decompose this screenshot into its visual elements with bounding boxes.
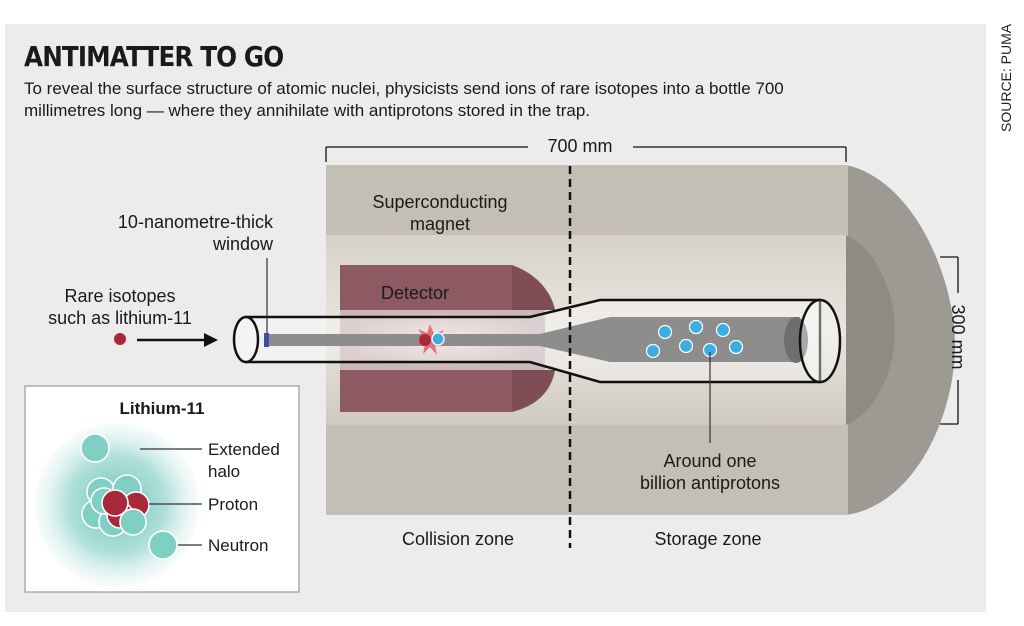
length-label: 700 mm <box>547 136 612 156</box>
detector-bottom <box>340 370 512 412</box>
antiproton <box>688 319 704 335</box>
halo-neutron-top <box>80 433 110 463</box>
magnet-label-line1: Superconducting <box>372 192 507 212</box>
figure-subtitle: To reveal the surface structure of atomi… <box>24 79 784 120</box>
window-label-line1: 10-nanometre-thick <box>118 212 274 232</box>
inset-title: Lithium-11 <box>119 399 204 418</box>
neutron-label: Neutron <box>208 536 268 555</box>
nucleon-neutron <box>119 508 147 536</box>
antiproton <box>657 324 673 340</box>
antiproton-cloud <box>645 319 744 359</box>
figure-title: ANTIMATTER TO GO <box>24 40 284 73</box>
incoming-isotope <box>114 333 126 345</box>
nucleon-proton <box>101 489 129 517</box>
collision-zone-label: Collision zone <box>402 529 514 549</box>
detector-top <box>340 265 512 310</box>
direction-arrow-head <box>204 333 218 347</box>
isotopes-label-line2: such as lithium-11 <box>48 308 192 328</box>
lithium-11-inset: Lithium-11 Extended halo Proton Neutron <box>24 385 300 593</box>
storage-zone-label: Storage zone <box>654 529 761 549</box>
antiproton <box>678 338 694 354</box>
antiprotons-label-line1: Around one <box>663 451 756 471</box>
window-label-line2: window <box>212 234 274 254</box>
tube-outlet <box>798 298 842 384</box>
magnet-label-line2: magnet <box>410 214 470 234</box>
halo-label-line2: halo <box>208 462 240 481</box>
isotopes-label-line1: Rare isotopes <box>64 286 175 306</box>
magnet-end-cap <box>846 165 955 515</box>
length-dimension <box>325 146 847 162</box>
bore-end-shade <box>846 235 895 425</box>
thin-window <box>264 333 269 347</box>
detector-label: Detector <box>381 283 449 303</box>
antiproton <box>715 322 731 338</box>
diameter-label: 300 mm <box>948 304 968 369</box>
antiproton <box>645 343 661 359</box>
nucleus <box>81 474 150 537</box>
isotope-ion <box>419 334 431 346</box>
halo-neutron-bottom <box>148 530 178 560</box>
antiprotons-label-line2: billion antiprotons <box>640 473 780 493</box>
colliding-antiproton <box>431 332 445 346</box>
antiproton <box>728 339 744 355</box>
tube-inlet <box>232 315 260 364</box>
halo-label-line1: Extended <box>208 440 280 459</box>
proton-label: Proton <box>208 495 258 514</box>
diameter-dimension <box>940 256 959 425</box>
